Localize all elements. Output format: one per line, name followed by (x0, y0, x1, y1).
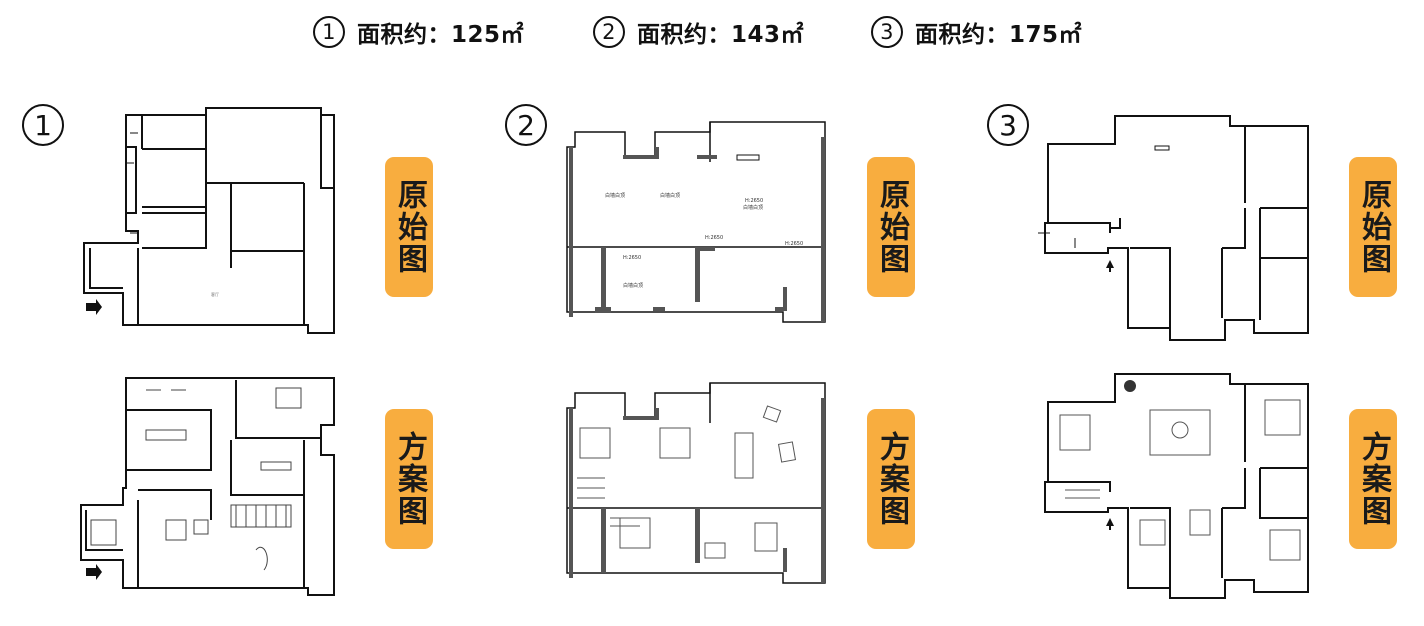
plan-number-3: 3 (987, 104, 1029, 146)
floor-plan-drawing (1038, 115, 1309, 341)
original-label-1: 原始图 (385, 157, 433, 297)
area-text: 面积约：175㎡ (915, 22, 1083, 48)
svg-text:白墙白顶: 白墙白顶 (743, 204, 763, 211)
floor-plan-drawing (566, 382, 826, 584)
circle-number: 1 (313, 16, 345, 48)
floor-plan-3-original (1030, 108, 1318, 344)
floor-plan-drawing (1044, 373, 1309, 599)
scheme-label-1: 方案图 (385, 409, 433, 549)
plan-number-1: 1 (22, 104, 64, 146)
svg-text:白墙白顶: 白墙白顶 (605, 192, 625, 199)
area-header: 1 面积约：125㎡ 2 面积约：143㎡ 3 面积约：175㎡ (0, 10, 1424, 54)
svg-text:H:2650: H:2650 (623, 255, 641, 261)
scheme-label-2: 方案图 (867, 409, 915, 549)
floor-plan-2-scheme (565, 378, 830, 590)
plan-number-2: 2 (505, 104, 547, 146)
floor-plan-drawing: 白墙白顶 白墙白顶 H:2650 白墙白顶 H:2650 H:2650 H:26… (566, 121, 826, 323)
original-label-2: 原始图 (867, 157, 915, 297)
floor-plan-drawing: 客厅 (83, 107, 335, 334)
svg-text:H:2650: H:2650 (705, 235, 723, 241)
svg-text:H:2650: H:2650 (745, 198, 763, 204)
floor-plan-3-scheme (1030, 370, 1318, 602)
scheme-label-3: 方案图 (1349, 409, 1397, 549)
floor-plan-drawing (80, 377, 335, 596)
floor-plan-2-original: 白墙白顶 白墙白顶 H:2650 白墙白顶 H:2650 H:2650 H:26… (565, 117, 830, 327)
floor-plan-1-original: 客厅 (76, 103, 338, 343)
area-text: 面积约：143㎡ (637, 22, 805, 48)
circle-number: 2 (593, 16, 625, 48)
svg-text:H:2650: H:2650 (785, 241, 803, 247)
area-text: 面积约：125㎡ (357, 22, 525, 48)
floor-plan-1-scheme (76, 370, 338, 605)
svg-text:白墙白顶: 白墙白顶 (660, 192, 680, 199)
svg-text:客厅: 客厅 (211, 291, 219, 297)
circle-number: 3 (871, 16, 903, 48)
original-label-3: 原始图 (1349, 157, 1397, 297)
area-item-1: 1 面积约：125㎡ (313, 10, 524, 54)
svg-text:白墙白顶: 白墙白顶 (623, 282, 643, 289)
area-item-3: 3 面积约：175㎡ (871, 10, 1082, 54)
area-item-2: 2 面积约：143㎡ (593, 10, 804, 54)
